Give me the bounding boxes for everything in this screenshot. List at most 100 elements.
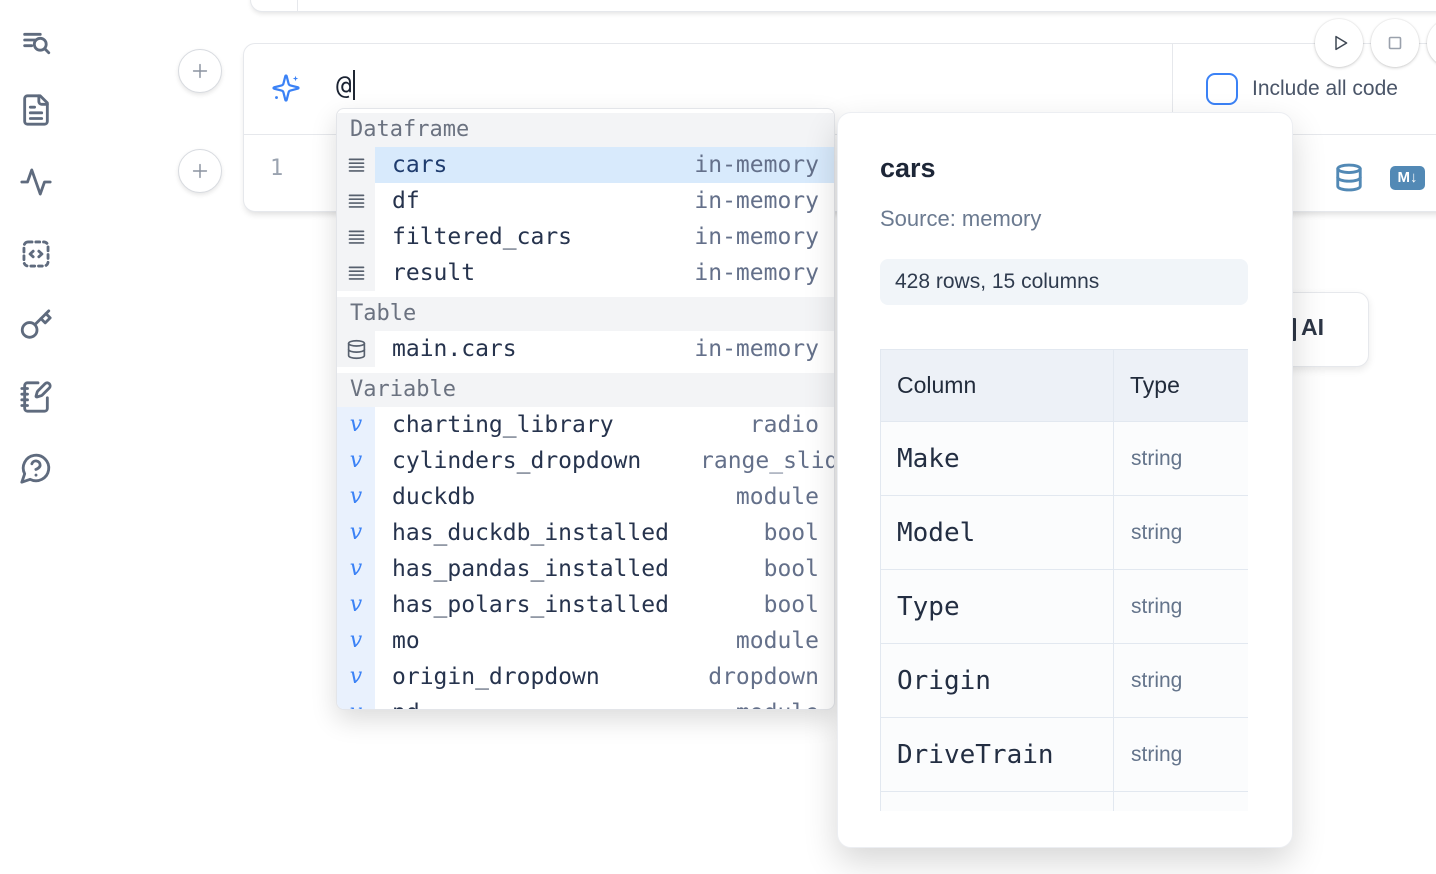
autocomplete-popup: Dataframecarsin-memorydfin-memoryfiltere… xyxy=(336,108,835,710)
autocomplete-item-content: charting_library radio xyxy=(375,407,834,443)
run-button[interactable] xyxy=(1315,19,1363,67)
preview-source: Source: memory xyxy=(880,206,1041,232)
item-type: in-memory xyxy=(694,224,819,250)
variable-icon: v xyxy=(337,407,375,443)
sidebar-item-file-text[interactable] xyxy=(19,93,53,127)
variable-icon: v xyxy=(337,443,375,479)
item-type: dropdown xyxy=(708,664,819,690)
autocomplete-item-content: filtered_cars in-memory xyxy=(375,219,834,255)
autocomplete-item[interactable]: v has_duckdb_installed bool xyxy=(337,515,834,551)
autocomplete-item-content: resultin-memory xyxy=(375,255,834,291)
line-number: 1 xyxy=(270,156,283,181)
plus-icon xyxy=(189,160,211,182)
item-name: df xyxy=(392,188,420,214)
autocomplete-item[interactable]: vduckdbmodule xyxy=(337,479,834,515)
sidebar-item-notebook-pen[interactable] xyxy=(19,380,53,414)
schema-column-name: DriveTrain xyxy=(881,718,1114,792)
add-cell-above-button[interactable] xyxy=(178,49,222,93)
cell-language-tools: M↓ xyxy=(1334,162,1425,193)
autocomplete-item-content: origin_dropdowndropdown xyxy=(375,659,834,695)
item-type: in-memory xyxy=(694,188,819,214)
rows-icon xyxy=(337,183,375,219)
dataframe-preview-panel: cars Source: memory 428 rows, 15 columns… xyxy=(837,112,1293,848)
autocomplete-item[interactable]: vcylinders_dropdownrange_slider xyxy=(337,443,834,479)
schema-column-type: string xyxy=(1114,496,1249,570)
autocomplete-item-content: has_pandas_installedbool xyxy=(375,551,834,587)
database-icon xyxy=(337,331,375,367)
autocomplete-item-content: has_polars_installedbool xyxy=(375,587,834,623)
autocomplete-item-content: duckdbmodule xyxy=(375,479,834,515)
autocomplete-item-content: carsin-memory xyxy=(375,147,834,183)
variable-icon: v xyxy=(337,695,375,710)
preview-shape-badge: 428 rows, 15 columns xyxy=(880,259,1248,305)
schema-row: Modelstring xyxy=(881,496,1249,570)
variable-icon: v xyxy=(337,551,375,587)
list-search-icon xyxy=(19,23,53,57)
include-all-code-label: Include all code xyxy=(1252,77,1398,101)
variable-icon: v xyxy=(337,515,375,551)
schema-column-name xyxy=(881,792,1114,812)
autocomplete-item[interactable]: carsin-memory xyxy=(337,147,834,183)
schema-column-type: string xyxy=(1114,422,1249,496)
sidebar-item-activity[interactable] xyxy=(19,165,53,199)
variable-icon: v xyxy=(337,479,375,515)
autocomplete-item-content: momodule xyxy=(375,623,834,659)
item-name: filtered_cars xyxy=(392,224,572,250)
item-name: has_duckdb_installed xyxy=(392,520,669,546)
ai-prompt-input[interactable]: @ xyxy=(336,70,355,101)
autocomplete-item[interactable]: filtered_cars in-memory xyxy=(337,219,834,255)
rows-icon xyxy=(337,219,375,255)
text-caret xyxy=(353,70,355,100)
sidebar-item-key[interactable] xyxy=(19,308,53,342)
autocomplete-item[interactable]: vorigin_dropdowndropdown xyxy=(337,659,834,695)
sidebar-item-help-circle[interactable] xyxy=(19,451,53,485)
autocomplete-item[interactable]: resultin-memory xyxy=(337,255,834,291)
schema-column-type: string xyxy=(1114,718,1249,792)
item-type: module xyxy=(736,628,819,654)
include-all-code-checkbox[interactable] xyxy=(1206,73,1238,105)
schema-column-name: Model xyxy=(881,496,1114,570)
schema-row: DriveTrainstring xyxy=(881,718,1249,792)
item-type: bool xyxy=(764,520,819,546)
schema-row xyxy=(881,792,1249,812)
item-name: cars xyxy=(392,152,447,178)
variable-icon: v xyxy=(337,623,375,659)
plus-icon xyxy=(189,60,211,82)
autocomplete-item[interactable]: df in-memory xyxy=(337,183,834,219)
item-type: radio xyxy=(750,412,819,438)
file-text-icon xyxy=(19,93,53,127)
variable-icon: v xyxy=(337,587,375,623)
autocomplete-item[interactable]: vhas_pandas_installedbool xyxy=(337,551,834,587)
variable-icon: v xyxy=(337,659,375,695)
autocomplete-section-header: Variable xyxy=(337,373,834,407)
schema-row: Makestring xyxy=(881,422,1249,496)
schema-row: Typestring xyxy=(881,570,1249,644)
item-name: pd xyxy=(392,700,420,710)
autocomplete-item-content: pdmodule xyxy=(375,695,834,710)
autocomplete-item-content: has_duckdb_installed bool xyxy=(375,515,834,551)
code-snippet-icon xyxy=(19,237,53,271)
markdown-icon[interactable]: M↓ xyxy=(1390,166,1425,190)
schema-table-wrap: ColumnType MakestringModelstringTypestri… xyxy=(880,349,1248,811)
add-cell-below-button[interactable] xyxy=(178,149,222,193)
schema-column-name: Origin xyxy=(881,644,1114,718)
item-type: range_slider xyxy=(700,448,834,474)
play-icon xyxy=(1327,31,1351,55)
help-circle-icon xyxy=(19,451,53,485)
autocomplete-item[interactable]: vmomodule xyxy=(337,623,834,659)
sidebar-item-list-search[interactable] xyxy=(19,23,53,57)
sidebar-item-code-snippet[interactable] xyxy=(19,237,53,271)
autocomplete-item[interactable]: main.carsin-memory xyxy=(337,331,834,367)
schema-column-type xyxy=(1114,792,1249,812)
stop-button[interactable] xyxy=(1371,19,1419,67)
schema-column-name: Type xyxy=(881,570,1114,644)
autocomplete-item[interactable]: vpdmodule xyxy=(337,695,834,710)
item-name: charting_library xyxy=(392,412,614,438)
sparkles-icon xyxy=(271,73,301,103)
autocomplete-item[interactable]: vhas_polars_installedbool xyxy=(337,587,834,623)
item-type: in-memory xyxy=(694,336,819,362)
item-name: result xyxy=(392,260,475,286)
activity-icon xyxy=(19,165,53,199)
autocomplete-item[interactable]: v charting_library radio xyxy=(337,407,834,443)
database-icon[interactable] xyxy=(1334,162,1364,193)
